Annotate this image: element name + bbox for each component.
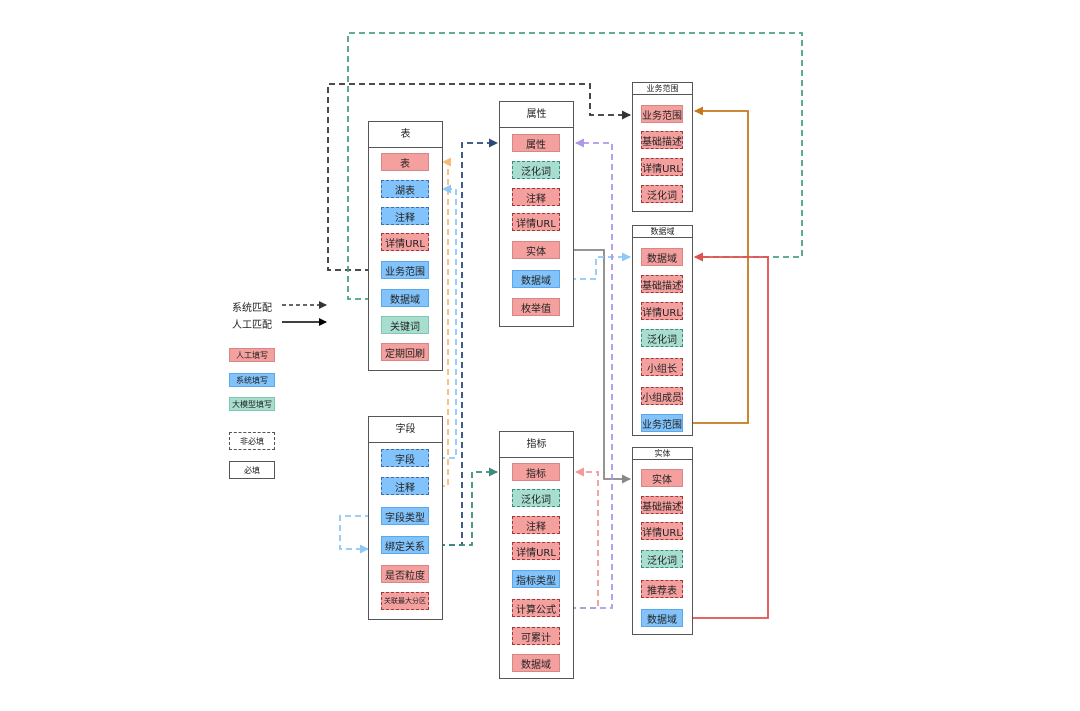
entity-title: 表 [369,122,442,148]
entity-title: 数据域 [633,226,692,238]
field-entity-2: 详情URL [641,522,683,540]
legend-llm-fill-chip: 大模型填写 [229,397,275,411]
link-attr-entity-to-entity [560,249,631,484]
field-table-4: 业务范围 [381,261,429,279]
field-field-2: 字段类型 [381,507,429,525]
field-entity-3: 泛化词 [641,550,683,568]
field-attr-1: 泛化词 [512,161,560,179]
link-field-bind-to-attr [429,138,498,546]
field-biz-3: 泛化词 [641,185,683,203]
entity-title: 实体 [633,448,692,460]
field-metric-2: 注释 [512,516,560,534]
link-table-biz-to-biz [327,83,631,271]
link-entity-domain-to-domain [683,252,769,619]
field-entity-0: 实体 [641,469,683,487]
field-table-2: 注释 [381,207,429,225]
link-table-domain-to-domain [347,32,803,300]
field-metric-5: 计算公式 [512,599,560,617]
field-field-4: 是否粒度 [381,565,429,583]
legend-manual-fill-chip: 人工填写 [229,348,275,362]
field-entity-5: 数据域 [641,609,683,627]
legend-required-chip: 必填 [229,461,275,479]
field-field-5: 关联最大分区 [381,592,429,610]
field-entity-1: 基础描述 [641,496,683,514]
field-attr-4: 实体 [512,241,560,259]
link-attr-domain-to-domain [560,252,631,280]
field-table-1: 湖表 [381,180,429,198]
entity-title: 指标 [500,432,573,458]
field-domain-0: 数据域 [641,248,683,266]
field-table-3: 详情URL [381,233,429,251]
field-domain-5: 小组成员 [641,387,683,405]
link-metric-formula-to-attr [560,138,613,609]
field-biz-1: 基础描述 [641,131,683,149]
field-attr-5: 数据域 [512,270,560,288]
field-table-0: 表 [381,153,429,171]
field-metric-1: 泛化词 [512,489,560,507]
entity-title: 属性 [500,102,573,128]
field-table-7: 定期回刷 [381,343,429,361]
legend-manual-match-label: 人工匹配 [232,320,272,331]
field-domain-1: 基础描述 [641,275,683,293]
link-metric-formula-to-metric [560,467,599,609]
field-metric-0: 指标 [512,463,560,481]
field-entity-4: 推荐表 [641,580,683,598]
link-domain-biz-to-biz [683,106,749,424]
field-biz-0: 业务范围 [641,105,683,123]
field-table-5: 数据域 [381,289,429,307]
link-field-type-to-bind [339,515,381,554]
legend-optional-chip: 非必填 [229,432,275,450]
entity-title: 业务范围 [633,83,692,95]
field-domain-6: 业务范围 [641,414,683,432]
field-domain-3: 泛化词 [641,329,683,347]
link-field-bind-to-metric [429,467,498,546]
field-metric-6: 可累计 [512,627,560,645]
field-attr-3: 详情URL [512,213,560,231]
field-field-0: 字段 [381,449,429,467]
field-biz-2: 详情URL [641,158,683,176]
field-metric-3: 详情URL [512,542,560,560]
field-attr-2: 注释 [512,188,560,206]
field-domain-2: 详情URL [641,302,683,320]
legend-system-fill-chip: 系统填写 [229,373,275,387]
entity-title: 字段 [369,417,442,443]
field-metric-7: 数据域 [512,654,560,672]
field-field-1: 注释 [381,477,429,495]
field-attr-0: 属性 [512,134,560,152]
legend-system-match-label: 系统匹配 [232,303,272,314]
field-domain-4: 小组长 [641,358,683,376]
field-table-6: 关键词 [381,316,429,334]
field-metric-4: 指标类型 [512,570,560,588]
field-field-3: 绑定关系 [381,536,429,554]
field-attr-6: 枚举值 [512,298,560,316]
link-field-note-to-table [429,157,451,487]
